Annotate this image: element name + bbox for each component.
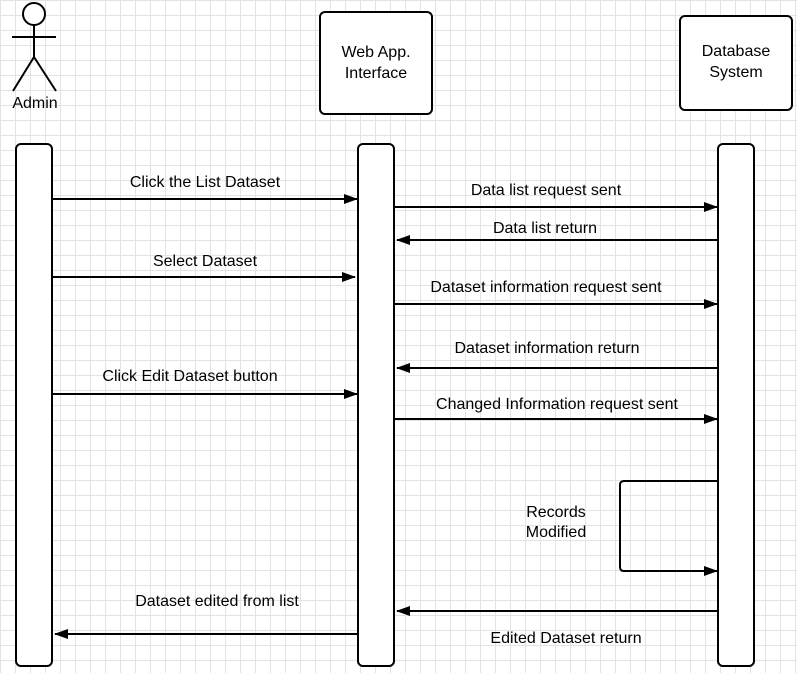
participant-database-label-line2: System [709,64,762,81]
participant-web-app-label-line2: Interface [345,65,407,82]
participant-database-system: Database System [679,15,793,111]
message-click-list-dataset-label: Click the List Dataset [130,174,281,191]
participant-database-label-line1: Database [702,43,771,60]
message-dataset-edited-label: Dataset edited from list [135,593,299,610]
admin-actor-label: Admin [12,95,57,112]
message-select-dataset-label: Select Dataset [153,253,258,270]
participant-web-app-interface: Web App. Interface [319,11,433,115]
admin-activation-bar [15,143,53,667]
participant-web-app-label-line1: Web App. [341,44,410,61]
message-changed-info-request-label: Changed Information request sent [436,396,678,413]
message-data-list-request-label: Data list request sent [471,182,622,199]
self-message-records-modified-arrow [619,480,718,576]
self-message-label-line2: Modified [526,524,586,541]
message-dataset-info-return-label: Dataset information return [455,340,640,357]
self-message-label-line1: Records [526,504,586,521]
message-edited-dataset-return-label: Edited Dataset return [490,630,641,647]
message-click-edit-dataset-label: Click Edit Dataset button [102,368,277,385]
web-app-activation-bar [357,143,395,667]
message-data-list-return-label: Data list return [493,220,597,237]
database-activation-bar [717,143,755,667]
admin-actor [12,2,57,92]
message-dataset-info-request-label: Dataset information request sent [430,279,662,296]
